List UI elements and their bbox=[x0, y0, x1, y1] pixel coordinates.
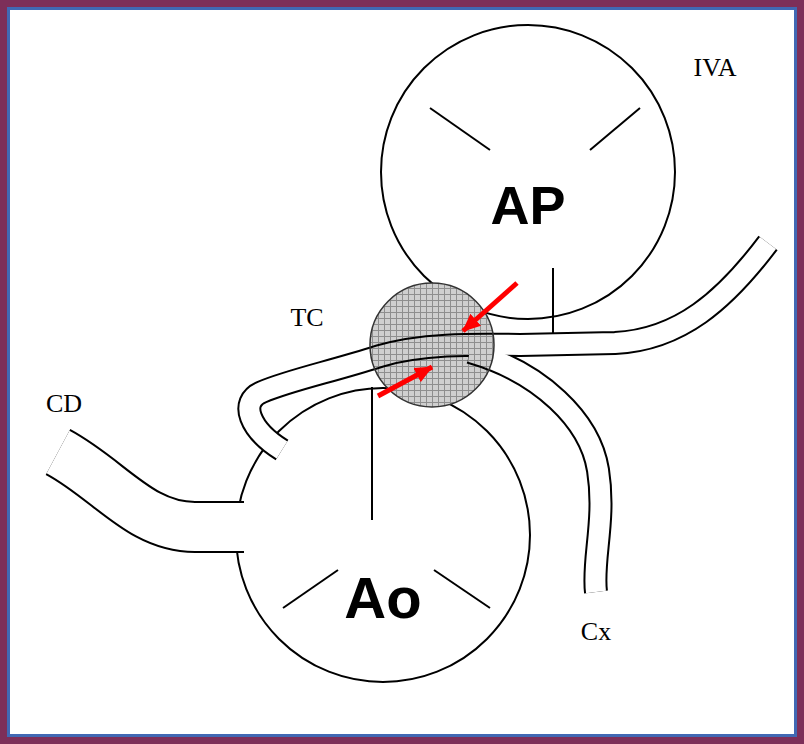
vessel-label: IVA bbox=[694, 54, 737, 83]
right-coronary bbox=[58, 452, 244, 527]
vessel-label: Cx bbox=[581, 618, 611, 647]
valve-line bbox=[552, 268, 554, 333]
red-arrow bbox=[463, 283, 517, 331]
circumflex bbox=[470, 352, 601, 592]
vessel-label: TC bbox=[290, 304, 323, 333]
vessel-label: CD bbox=[46, 390, 82, 419]
valve-line bbox=[371, 387, 373, 520]
vessel-name: Ao bbox=[344, 566, 421, 630]
left-main-wall bbox=[249, 243, 768, 450]
left-main-lad-lumen bbox=[249, 243, 768, 450]
pulmonary-artery-circle: AP bbox=[380, 24, 676, 320]
vessels-in-zone bbox=[249, 243, 768, 592]
vessel-walls bbox=[58, 243, 768, 592]
red-arrow bbox=[378, 367, 432, 396]
label: IVA bbox=[694, 54, 737, 83]
circle-outline bbox=[236, 388, 530, 682]
circle-outline bbox=[235, 387, 531, 683]
valve-line bbox=[430, 108, 490, 150]
circle-outline bbox=[380, 24, 676, 320]
valve-line bbox=[434, 570, 490, 608]
circumflex-lumen bbox=[470, 352, 601, 592]
valve-line bbox=[590, 108, 640, 150]
left-main-lad bbox=[249, 243, 768, 450]
right-coronary-lumen bbox=[58, 452, 244, 527]
circle-outline bbox=[381, 25, 675, 319]
label: CD bbox=[46, 390, 82, 419]
circumflex-wall bbox=[470, 352, 601, 592]
shaded-zone-outline bbox=[370, 283, 494, 407]
valve-line bbox=[283, 570, 338, 608]
label: TC bbox=[290, 304, 323, 333]
vessel-lumen bbox=[58, 243, 768, 592]
left-main-lumen bbox=[249, 243, 768, 450]
label: Cx bbox=[581, 618, 611, 647]
aorta-circle: Ao bbox=[235, 387, 531, 683]
vessel-name: AP bbox=[490, 176, 565, 235]
circumflex-lumen bbox=[470, 352, 601, 592]
